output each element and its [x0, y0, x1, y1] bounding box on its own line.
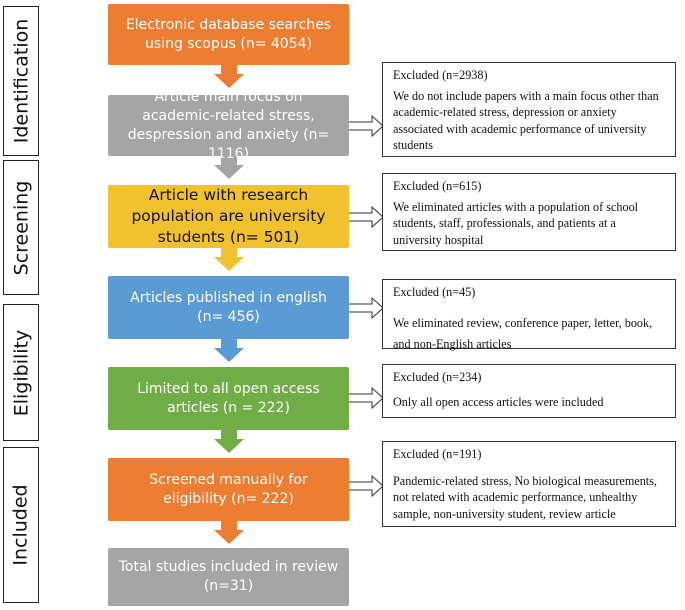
exclusion-box-4: Excluded (n=234) Only all open access ar…: [382, 364, 676, 418]
right-arrow-1: [343, 114, 384, 138]
exclusion-body: We eliminated articles with a population…: [393, 199, 639, 247]
step-manual-screening: Screened manually for eligibility (n= 22…: [108, 458, 349, 521]
step-open-access: Limited to all open access articles (n =…: [108, 367, 349, 430]
exclusion-title: Excluded (n=2938): [393, 68, 488, 82]
exclusion-body: We eliminated review, conference paper, …: [393, 315, 653, 351]
exclusion-box-5: Excluded (n=191) Pandemic-related stress…: [382, 441, 676, 527]
exclusion-body: Only all open access articles were inclu…: [393, 394, 604, 409]
right-arrow-3: [343, 296, 384, 320]
exclusion-box-3: Excluded (n=45) We eliminated review, co…: [382, 279, 676, 351]
step-main-focus: Article main focus on academic-related s…: [108, 89, 349, 162]
exclusion-body: Pandemic-related stress, No biological m…: [393, 473, 657, 521]
down-arrow-4: [214, 339, 244, 362]
stage-included: Included: [3, 447, 39, 603]
exclusion-body: We do not include papers with a main foc…: [393, 88, 659, 153]
step-university-population: Article with research population are uni…: [108, 185, 349, 248]
step-total-included: Total studies included in review (n=31): [108, 548, 349, 606]
exclusion-box-1: Excluded (n=2938) We do not include pape…: [382, 62, 676, 157]
step-english-articles: Articles published in english (n= 456): [108, 276, 349, 339]
stage-eligibility: Eligibility: [3, 304, 39, 441]
down-arrow-6: [214, 521, 244, 544]
exclusion-title: Excluded (n=45): [393, 285, 476, 299]
exclusion-title: Excluded (n=234): [393, 370, 482, 384]
right-arrow-5: [343, 474, 384, 498]
step-identification-search: Electronic database searches using scopu…: [108, 4, 349, 65]
right-arrow-4: [343, 386, 384, 410]
down-arrow-5: [214, 430, 244, 453]
exclusion-box-2: Excluded (n=615) We eliminated articles …: [382, 173, 676, 251]
down-arrow-1: [214, 65, 244, 88]
down-arrow-2: [214, 156, 244, 179]
stage-identification: Identification: [3, 6, 39, 156]
stage-screening: Screening: [3, 160, 39, 295]
right-arrow-2: [343, 205, 384, 229]
exclusion-title: Excluded (n=615): [393, 179, 482, 193]
exclusion-title: Excluded (n=191): [393, 447, 482, 461]
down-arrow-3: [214, 248, 244, 271]
